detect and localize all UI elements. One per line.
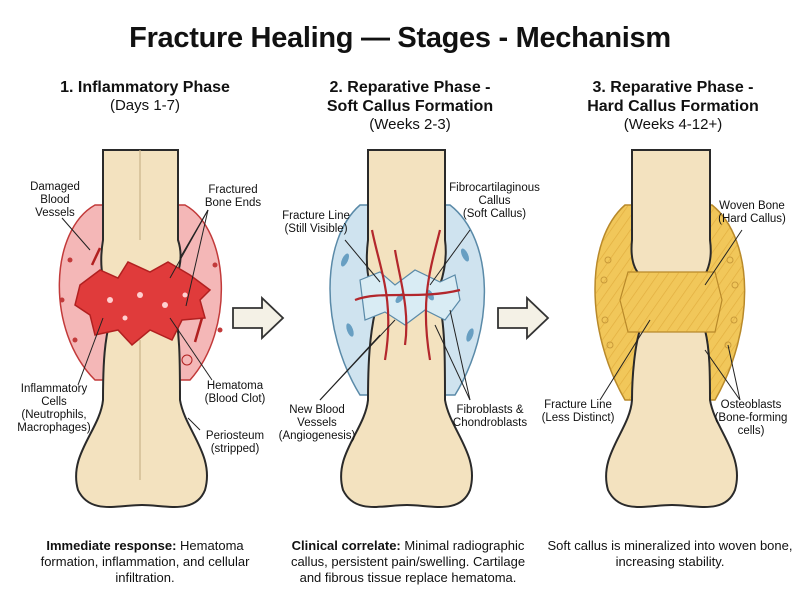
stage-3-bone-illustration bbox=[594, 149, 746, 508]
stage-2-leaders bbox=[319, 229, 471, 401]
stage-2-lower-bone bbox=[340, 303, 473, 508]
label-fracture-line-less-distinct: Fracture Line (Less Distinct) bbox=[541, 399, 615, 424]
stage-2-bone-illustration bbox=[319, 149, 486, 508]
label-inflammatory-cells: Inflammatory Cells (Neutrophils, Macroph… bbox=[17, 383, 91, 434]
stage-2-title-line2: Soft Callus Formation bbox=[326, 98, 494, 115]
stage-2-subtitle: (Weeks 2-3) bbox=[369, 116, 451, 133]
stage-3-upper-bone bbox=[630, 149, 712, 276]
label-fractured-bone-ends: Fractured Bone Ends bbox=[204, 184, 262, 209]
label-hematoma: Hematoma (Blood Clot) bbox=[204, 380, 266, 405]
stage-arrow-2 bbox=[497, 295, 550, 341]
stage-2-title-line1: 2. Reparative Phase - bbox=[329, 79, 491, 96]
stage-3-leaders bbox=[599, 229, 743, 401]
stage-3-subtitle: (Weeks 4-12+) bbox=[623, 116, 723, 133]
stage-2-header: 2. Reparative Phase - Soft Callus Format… bbox=[290, 78, 530, 134]
stage-1-lower-bone bbox=[75, 298, 208, 508]
stage-3-lower-bone bbox=[605, 329, 738, 508]
label-fracture-line-still-visible: Fracture Line (Still Visible) bbox=[282, 210, 350, 235]
stage-2-upper-bone bbox=[365, 149, 447, 294]
label-osteoblasts: Osteoblasts (Bone-forming cells) bbox=[714, 399, 788, 437]
stage-1-caption: Immediate response: Hematoma formation, … bbox=[40, 538, 250, 585]
stage-3-header: 3. Reparative Phase - Hard Callus Format… bbox=[553, 78, 793, 134]
stage-arrow-1 bbox=[232, 295, 285, 341]
stage-3-osteoblasts bbox=[600, 256, 739, 349]
stage-2-new-vessels bbox=[354, 229, 461, 361]
label-periosteum: Periosteum (stripped) bbox=[205, 430, 265, 455]
stage-1-bone-illustration bbox=[58, 149, 223, 508]
stage-2-caption: Clinical correlate: Minimal radiographic… bbox=[290, 538, 526, 585]
stage-1-hematoma bbox=[74, 261, 212, 347]
stage-1-title: 1. Inflammatory Phase bbox=[60, 79, 230, 96]
stage-3-title-line1: 3. Reparative Phase - bbox=[592, 79, 754, 96]
label-woven-bone: Woven Bone (Hard Callus) bbox=[718, 200, 786, 225]
stage-1-header: 1. Inflammatory Phase (Days 1-7) bbox=[25, 78, 265, 115]
stage-3-caption: Soft callus is mineralized into woven bo… bbox=[547, 538, 793, 569]
stage-1-leaders bbox=[61, 209, 213, 431]
label-new-blood-vessels: New Blood Vessels (Angiogenesis) bbox=[278, 404, 356, 442]
stage-1-macrophage bbox=[181, 354, 193, 366]
stage-3-title-line2: Hard Callus Formation bbox=[587, 98, 759, 115]
label-damaged-blood-vessels: Damaged Blood Vessels bbox=[30, 181, 80, 219]
diagram-title: Fracture Healing — Stages - Mechanism bbox=[129, 22, 671, 54]
label-fibrocartilaginous-callus: Fibrocartilaginous Callus (Soft Callus) bbox=[449, 182, 540, 220]
stage-1-subtitle: (Days 1-7) bbox=[109, 97, 180, 114]
label-fibroblasts-chondroblasts: Fibroblasts & Chondroblasts bbox=[452, 404, 528, 429]
